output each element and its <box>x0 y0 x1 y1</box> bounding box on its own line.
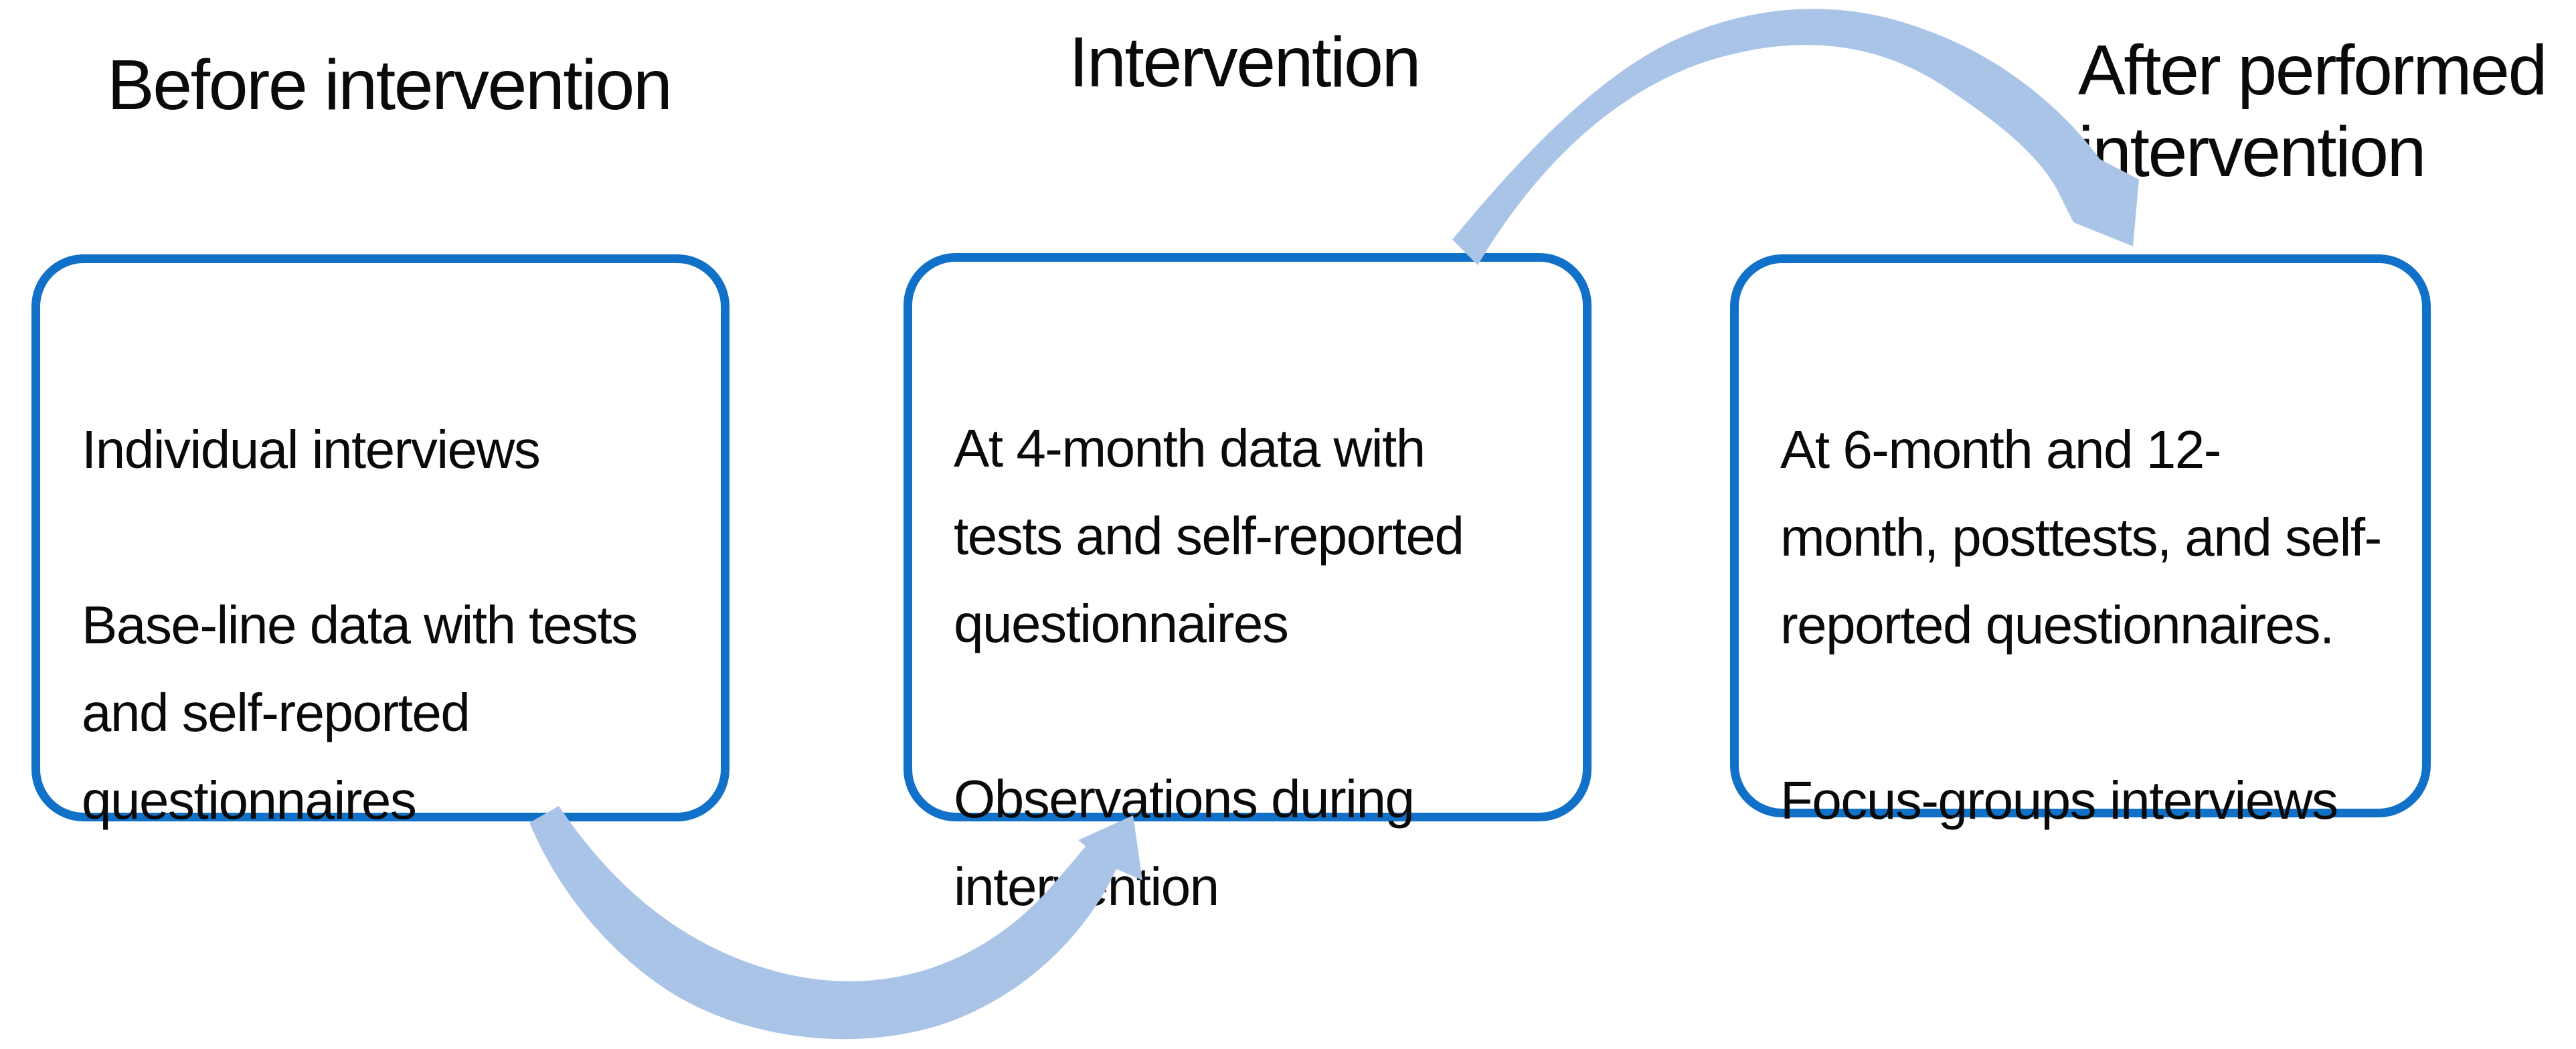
intervention-paragraph-4month-data: At 4-month data with tests and self-repo… <box>954 418 1464 653</box>
before-paragraph-baseline-data: Base-line data with tests and self-repor… <box>82 595 638 830</box>
stage-box-intervention: At 4-month data with tests and self-repo… <box>904 253 1592 916</box>
after-paragraph-posttests: At 6-month and 12- month, posttests, and… <box>1780 420 2382 655</box>
stage-box-after-intervention: At 6-month and 12- month, posttests, and… <box>1730 254 2431 830</box>
stage-box-before-intervention: Individual interviews Base-line data wit… <box>31 254 729 830</box>
before-paragraph-interviews: Individual interviews <box>82 420 541 479</box>
after-paragraph-focus-groups: Focus-groups interviews <box>1780 771 2338 830</box>
stage-box-before-text: Individual interviews Base-line data wit… <box>82 318 709 932</box>
curved-arrow-intervention-to-after-icon <box>1452 9 2139 265</box>
stage-box-after-text: At 6-month and 12- month, posttests, and… <box>1780 318 2410 932</box>
stage-box-intervention-text: At 4-month data with tests and self-repo… <box>954 317 1571 1018</box>
stage-title-before-intervention: Before intervention <box>107 46 673 125</box>
intervention-paragraph-observations: Observations during intervention <box>954 769 1415 916</box>
stage-title-intervention: Intervention <box>1069 23 1421 102</box>
stage-title-after-intervention: After performed intervention <box>2078 31 2547 191</box>
